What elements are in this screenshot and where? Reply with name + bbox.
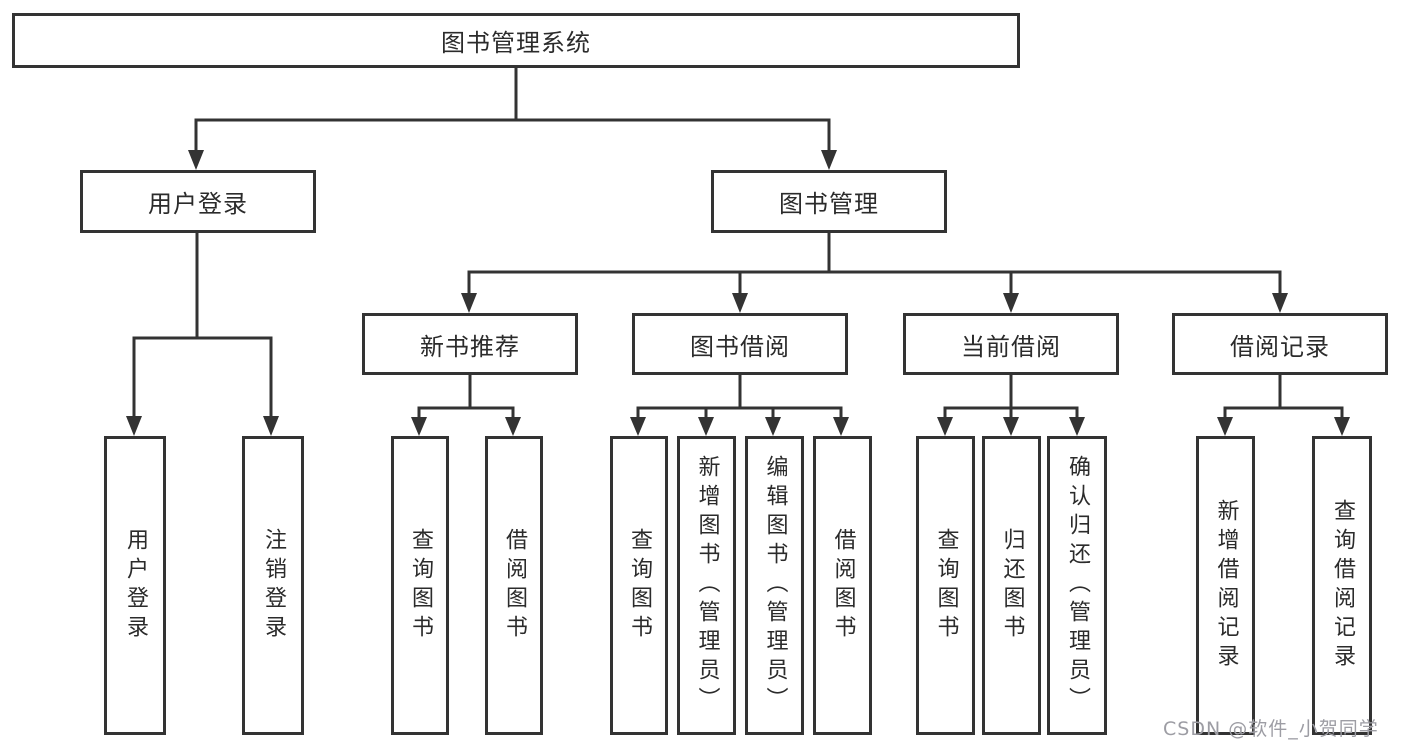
node-label: 新书推荐 [420, 332, 520, 361]
node-label: 图书管理 [779, 190, 879, 218]
node-root-system: 图书管理系统 [12, 13, 1020, 68]
node-label: 归还图书 [999, 527, 1025, 644]
node-label: 查询图书 [933, 527, 959, 644]
leaf-add-borrow-record: 新增借阅记录 [1196, 436, 1255, 735]
leaf-edit-books-admin: 编辑图书（管理员） [745, 436, 804, 735]
node-label: 借阅记录 [1230, 332, 1330, 361]
node-borrow-records: 借阅记录 [1172, 313, 1388, 375]
node-label: 查询图书 [408, 527, 433, 644]
leaf-return-books: 归还图书 [982, 436, 1041, 735]
leaf-borrow-books: 借阅图书 [813, 436, 872, 735]
node-label: 查询借阅记录 [1330, 498, 1355, 673]
node-label: 新增借阅记录 [1213, 498, 1239, 673]
node-label: 新增图书（管理员） [694, 455, 720, 716]
node-label: 图书管理系统 [441, 29, 591, 57]
leaf-confirm-return-admin: 确认归还（管理员） [1047, 436, 1107, 735]
leaf-query-books-recommend: 查询图书 [391, 436, 449, 735]
node-label: 用户登录 [123, 527, 148, 644]
node-user-login-module: 用户登录 [80, 170, 316, 233]
node-label: 当前借阅 [961, 332, 1061, 361]
node-label: 用户登录 [148, 190, 248, 218]
leaf-query-books-borrow: 查询图书 [610, 436, 668, 735]
node-current-borrow: 当前借阅 [903, 313, 1119, 375]
node-new-book-recommend: 新书推荐 [362, 313, 578, 375]
node-label: 借阅图书 [830, 527, 856, 644]
leaf-borrow-books-recommend: 借阅图书 [485, 436, 543, 735]
arrowheads [126, 150, 1350, 436]
node-book-management-module: 图书管理 [711, 170, 947, 233]
node-label: 图书借阅 [690, 332, 790, 361]
node-label: 确认归还（管理员） [1065, 455, 1090, 716]
node-label: 借阅图书 [502, 527, 527, 644]
leaf-query-borrow-record: 查询借阅记录 [1312, 436, 1372, 735]
leaf-query-books-current: 查询图书 [916, 436, 975, 735]
node-label: 编辑图书（管理员） [762, 455, 788, 716]
leaf-logout: 注销登录 [242, 436, 304, 735]
node-book-borrow: 图书借阅 [632, 313, 848, 375]
csdn-watermark: CSDN @软件_小贺同学 [1163, 718, 1379, 740]
leaf-add-books-admin: 新增图书（管理员） [677, 436, 736, 735]
connector-segments [132, 64, 1344, 421]
node-label: 查询图书 [627, 527, 652, 644]
leaf-user-login: 用户登录 [104, 436, 166, 735]
node-label: 注销登录 [261, 527, 286, 644]
